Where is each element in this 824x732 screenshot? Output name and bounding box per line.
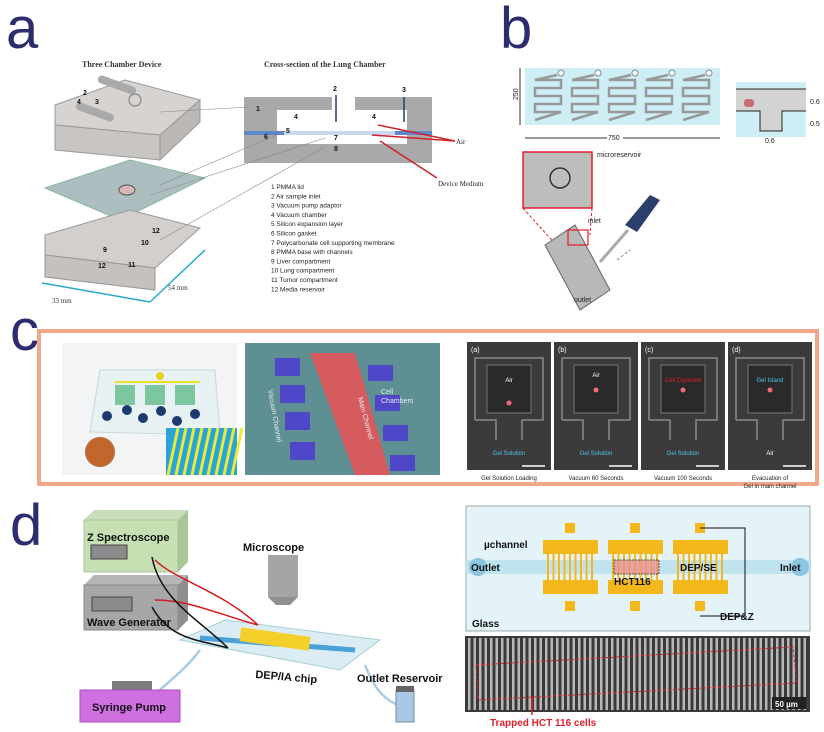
dimension-width: 33 mm [52, 297, 72, 305]
hct116-label: HCT116 [614, 577, 651, 588]
chip-and-pipette-illustration: microreservoir inlet outlet [522, 151, 660, 311]
outlet-reservoir-label: Outlet Reservoir [357, 673, 443, 685]
dep-z-label: DEP&Z [720, 612, 754, 623]
legend-item: 7 Polycarbonate cell supporting membrane [271, 240, 395, 247]
legend-item: 2 Air sample inlet [271, 193, 321, 200]
micrograph-tag: (c) [645, 347, 653, 354]
channel-render: Vacuum Channel Main Channel Cell Chamber… [245, 343, 440, 475]
inlet-label: inlet [588, 218, 601, 225]
micrograph-bottom-label: Gel Solution [493, 451, 526, 457]
glass-label: Glass [472, 619, 500, 630]
micrograph-top-label: Air [505, 378, 512, 384]
micrograph-caption: Vacuum 60 Seconds [569, 476, 624, 482]
microreservoir-label: microreservoir [597, 152, 642, 159]
micrograph-top-label: Air [592, 373, 599, 379]
chip-outlet-label: Outlet [471, 563, 501, 574]
trapped-cells-label: Trapped HCT 116 cells [490, 718, 597, 729]
uchannel-label: µchannel [484, 540, 528, 551]
micrograph-top-label: Gel Island [756, 378, 783, 384]
cross-number: 4 [372, 114, 376, 121]
panel-label-a: a [6, 0, 39, 61]
legend-item: 11 Tumor compartment [271, 277, 338, 284]
device-number: 4 [77, 99, 81, 106]
inset-dimension: 0.6 [810, 99, 820, 106]
inset-dimension: 0.5 [810, 121, 820, 128]
legend: 1 PMMA lid 2 Air sample inlet 3 Vacuum pum… [271, 184, 395, 293]
cross-number: 4 [294, 114, 298, 121]
device-number: 9 [103, 247, 107, 254]
exploded-device-illustration: 2 4 3 9 10 12 12 11 33 mm 54 mm [41, 75, 207, 305]
device-number: 12 [98, 263, 106, 270]
panel-label-c: c [10, 298, 39, 363]
height-dimension: 250 [513, 88, 520, 100]
z-spectroscope-label: Z Spectroscope [87, 532, 170, 544]
micrograph-caption: Vacuum 100 Seconds [654, 476, 712, 482]
cross-number: 3 [402, 87, 406, 94]
cross-number: 2 [333, 86, 337, 93]
legend-item: 8 PMMA base with channels [271, 249, 353, 256]
cross-number: 7 [334, 135, 338, 142]
setup-schematic: Z Spectroscope Wave Generator Microscope… [79, 510, 443, 723]
micrograph-tag: (b) [558, 347, 567, 354]
legend-item: 5 Silicon expansion layer [271, 221, 344, 228]
device-number: 3 [95, 99, 99, 106]
legend-item: 6 Silicon gasket [271, 231, 317, 238]
inset-dimension: 0.6 [765, 138, 775, 145]
serpentine-chip-diagram: 250 750 0.6 0.5 0.6 [513, 68, 820, 145]
legend-item: 3 Vacuum pump adaptor [271, 203, 343, 210]
chip-inlet-label: Inlet [780, 563, 801, 574]
device-medium-label: Device Medium [438, 180, 484, 188]
micrograph-bottom-label: Gel Solution [667, 451, 700, 457]
title-cross-section: Cross-section of the Lung Chamber [264, 60, 386, 69]
device-number: 11 [128, 262, 136, 269]
device-number: 12 [152, 228, 160, 235]
scale-bar-label: 50 µm [775, 700, 798, 709]
dimension-length: 54 mm [168, 284, 188, 292]
micrograph-caption: Evacuation of [752, 476, 789, 482]
legend-item: 1 PMMA lid [271, 184, 304, 191]
air-label: Air [456, 138, 466, 146]
legend-item: 4 Vacuum chamber [271, 212, 328, 219]
device-number: 10 [141, 240, 149, 247]
micrograph-tag: (a) [471, 347, 480, 354]
micrograph-tag: (d) [732, 347, 741, 354]
cell-chambers-label: Chambers [381, 398, 414, 405]
panel-label-b: b [500, 0, 532, 61]
legend-item: 10 Lung compartment [271, 268, 334, 275]
micrograph-caption: Gel in main channel [743, 484, 796, 490]
title-three-chamber: Three Chamber Device [82, 60, 162, 69]
cell-chambers-label: Cell [381, 389, 394, 396]
panel-c-frame [37, 329, 819, 486]
cross-section-diagram: 1 2 3 4 4 5 6 7 8 Air Device Medium [149, 86, 484, 241]
micrograph-bottom-label: Air [766, 451, 773, 457]
microscope-label: Microscope [243, 542, 304, 554]
electrode-layout-diagram: µchannel Outlet Inlet HCT116 DEP/SE DEP&… [465, 505, 811, 632]
cross-number: 5 [286, 128, 290, 135]
micrograph-top-label: Cell Captured [665, 378, 702, 384]
cross-number: 8 [334, 146, 338, 153]
dep-se-label: DEP/SE [680, 563, 717, 574]
micrograph-caption: Gel Solution Loading [481, 476, 537, 482]
legend-item: 9 Liver compartment [271, 258, 330, 265]
width-dimension: 750 [608, 135, 620, 142]
device-number: 2 [83, 90, 87, 97]
chip-label: DEP/IA chip [255, 669, 318, 686]
legend-item: 12 Media reservoir [271, 286, 326, 293]
outlet-label: outlet [574, 297, 591, 304]
cross-number: 1 [256, 106, 260, 113]
cross-number: 6 [264, 134, 268, 141]
panel-label-d: d [10, 493, 42, 558]
wave-generator-label: Wave Generator [87, 617, 172, 629]
micrograph-bottom-label: Gel Solution [580, 451, 613, 457]
syringe-pump-label: Syringe Pump [92, 702, 166, 714]
chip-photo [62, 343, 244, 476]
trapped-cells-micrograph: 50 µm Trapped HCT 116 cells [465, 636, 810, 729]
